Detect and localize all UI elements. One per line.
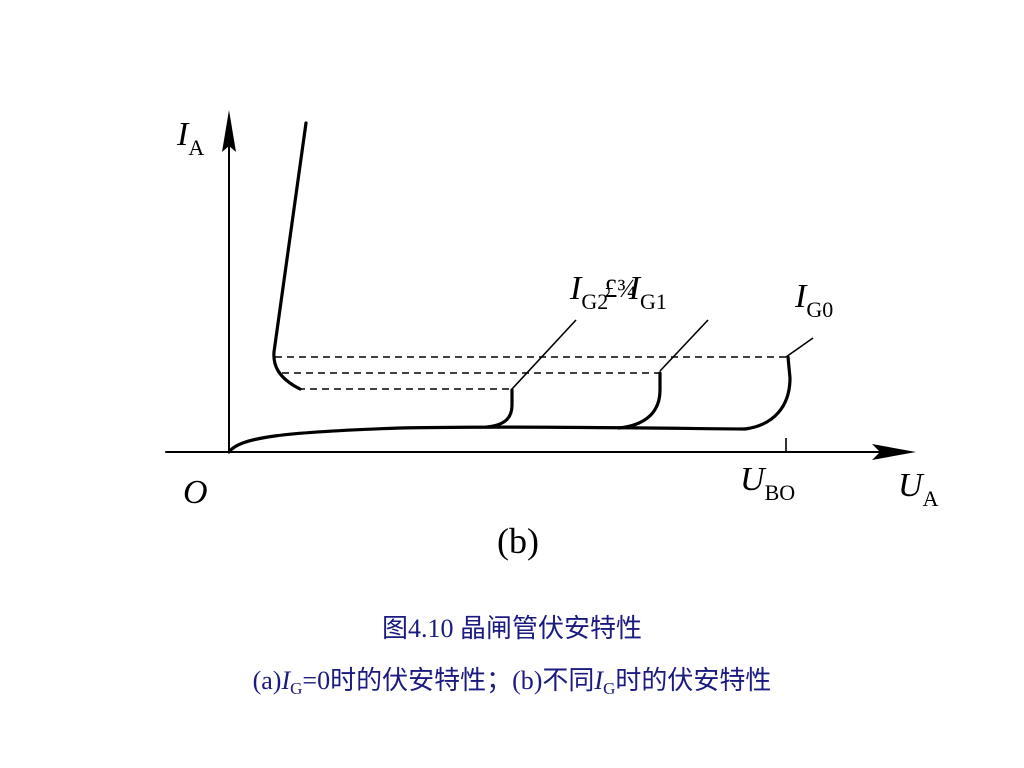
caption-part-a-rest: =0时的伏安特性；(b)不同 xyxy=(302,666,595,695)
gate-current-label-g0: IG0 xyxy=(794,278,833,322)
caption-part-b-var: I xyxy=(594,666,604,695)
caption-part-a-var: I xyxy=(281,666,291,695)
caption-title-text: 图4.10 晶闸管伏安特性 xyxy=(381,614,642,643)
switching-curve-ig1 xyxy=(617,371,662,430)
on-state-curve xyxy=(272,121,308,391)
figure-caption-subtitle: (a)IG=0时的伏安特性；(b)不同IG时的伏安特性 xyxy=(0,666,1024,698)
leader-ig2 xyxy=(511,319,577,390)
panel-label: (b) xyxy=(497,521,539,561)
caption-part-b-rest: 时的伏安特性 xyxy=(615,666,772,695)
switching-curve-ig2 xyxy=(485,388,514,429)
x-axis-label: UA xyxy=(898,467,939,511)
figure-caption-title: 图4.10 晶闸管伏安特性 xyxy=(0,614,1024,644)
forward-blocking-curve xyxy=(227,425,747,454)
y-axis-arrow xyxy=(222,110,236,152)
leader-ig1 xyxy=(659,319,709,372)
leader-ig0 xyxy=(785,337,814,358)
gate-current-label-g2-g1: IG2£¾IG1 xyxy=(569,270,667,314)
caption-part-a-sub: G xyxy=(290,679,303,698)
x-axis-arrow xyxy=(872,444,916,460)
caption-part-b-sub: G xyxy=(603,679,616,698)
caption-part-a-prefix: (a) xyxy=(252,666,282,695)
origin-label: O xyxy=(183,474,208,511)
y-axis-label: IA xyxy=(176,116,204,160)
breakover-voltage-label: UBO xyxy=(740,461,795,505)
switching-curve-ig0 xyxy=(743,355,792,431)
